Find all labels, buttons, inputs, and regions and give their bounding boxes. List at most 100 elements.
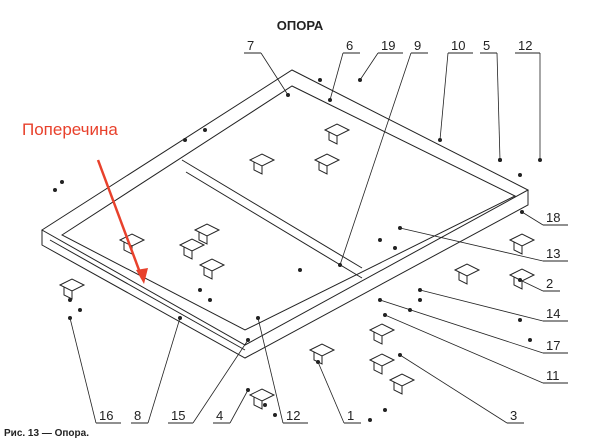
bolt xyxy=(393,246,397,250)
bolt xyxy=(78,308,82,312)
bolt xyxy=(183,138,187,142)
bolt xyxy=(263,403,267,407)
leader-line xyxy=(329,52,344,101)
callout-number: 5 xyxy=(483,38,490,53)
bolt xyxy=(418,298,422,302)
bolt xyxy=(383,408,387,412)
callout-1: 7 xyxy=(244,38,290,97)
leader-dot xyxy=(383,313,387,317)
callout-6: 5 xyxy=(480,38,502,162)
leader-line xyxy=(192,339,249,424)
callout-number: 7 xyxy=(247,38,254,53)
callout-10: 2 xyxy=(518,276,560,292)
leader-dot xyxy=(246,338,250,342)
callout-number: 18 xyxy=(546,210,560,225)
bolt xyxy=(198,288,202,292)
leader-dot xyxy=(438,138,442,142)
leader-line xyxy=(359,52,379,81)
bolt xyxy=(273,413,277,417)
callout-number: 12 xyxy=(518,38,532,53)
callout-number: 14 xyxy=(546,306,560,321)
callout-20: 16 xyxy=(68,316,121,424)
frame-inner xyxy=(61,85,517,331)
brackets xyxy=(58,123,536,410)
leader-dot xyxy=(498,158,502,162)
leader-dot xyxy=(418,288,422,292)
leader-line xyxy=(260,52,289,96)
leader-line xyxy=(496,52,501,161)
annotation-arrow xyxy=(96,159,144,279)
callout-13: 11 xyxy=(383,313,568,384)
callout-18: 15 xyxy=(168,338,250,424)
bracket-part xyxy=(368,323,396,345)
bolt xyxy=(528,338,532,342)
callout-number: 9 xyxy=(414,38,421,53)
bracket-part xyxy=(308,343,336,365)
callout-number: 1 xyxy=(347,408,354,423)
callout-number: 11 xyxy=(546,368,560,383)
leader-line xyxy=(379,299,544,354)
bracket-part xyxy=(193,223,221,245)
bolt xyxy=(60,180,64,184)
callout-17: 4 xyxy=(213,388,250,424)
bracket-part xyxy=(248,153,276,175)
front-beam xyxy=(49,239,246,351)
bracket-part xyxy=(248,388,276,410)
bracket-part xyxy=(323,123,351,145)
leader-line xyxy=(257,317,284,424)
bolt xyxy=(368,418,372,422)
leader-dot xyxy=(178,316,182,320)
callout-number: 6 xyxy=(346,38,353,53)
leader-dot xyxy=(338,263,342,267)
bracket-part xyxy=(58,278,86,300)
leader-dot xyxy=(398,226,402,230)
bolt xyxy=(318,78,322,82)
leader-dot xyxy=(398,353,402,357)
bolt xyxy=(298,268,302,272)
callout-16: 12 xyxy=(256,316,308,424)
leader-line xyxy=(384,314,544,384)
leader-dot xyxy=(538,158,542,162)
leader-dot xyxy=(520,210,524,214)
callout-number: 8 xyxy=(134,408,141,423)
callout-number: 4 xyxy=(216,408,223,423)
leader-dot xyxy=(328,98,332,102)
bracket-part xyxy=(388,373,416,395)
figure-caption: Рис. 13 — Опора. xyxy=(4,428,89,439)
callout-number: 19 xyxy=(381,38,395,53)
callout-7: 12 xyxy=(515,38,542,162)
leader-line xyxy=(519,279,544,292)
frame-side-depth xyxy=(41,190,529,359)
bracket-part xyxy=(313,153,341,175)
callout-number: 3 xyxy=(510,408,517,423)
crossbar-edge xyxy=(185,171,363,279)
diagram-title: ОПОРА xyxy=(276,18,324,33)
crossbar xyxy=(181,159,363,269)
crossbar-annotation: Поперечина xyxy=(22,120,118,139)
bolt xyxy=(378,238,382,242)
bracket-part xyxy=(508,233,536,255)
callout-number: 16 xyxy=(99,408,113,423)
callout-number: 10 xyxy=(451,38,465,53)
bolt xyxy=(203,128,207,132)
leader-dot xyxy=(68,316,72,320)
annotation-arrowhead xyxy=(136,268,148,284)
callout-11: 14 xyxy=(418,288,568,322)
leader-line xyxy=(419,289,544,322)
callout-19: 8 xyxy=(131,316,182,424)
callout-4: 9 xyxy=(338,38,428,267)
leader-dot xyxy=(378,298,382,302)
leader-line xyxy=(399,227,544,262)
bolt xyxy=(53,188,57,192)
bracket-part xyxy=(178,238,206,260)
leader-line xyxy=(147,317,181,424)
leader-line xyxy=(521,211,544,226)
leader-dot xyxy=(246,388,250,392)
leader-line xyxy=(399,354,508,424)
leader-dot xyxy=(316,360,320,364)
bolt xyxy=(208,298,212,302)
callout-number: 2 xyxy=(546,276,553,291)
callout-5: 10 xyxy=(438,38,473,142)
